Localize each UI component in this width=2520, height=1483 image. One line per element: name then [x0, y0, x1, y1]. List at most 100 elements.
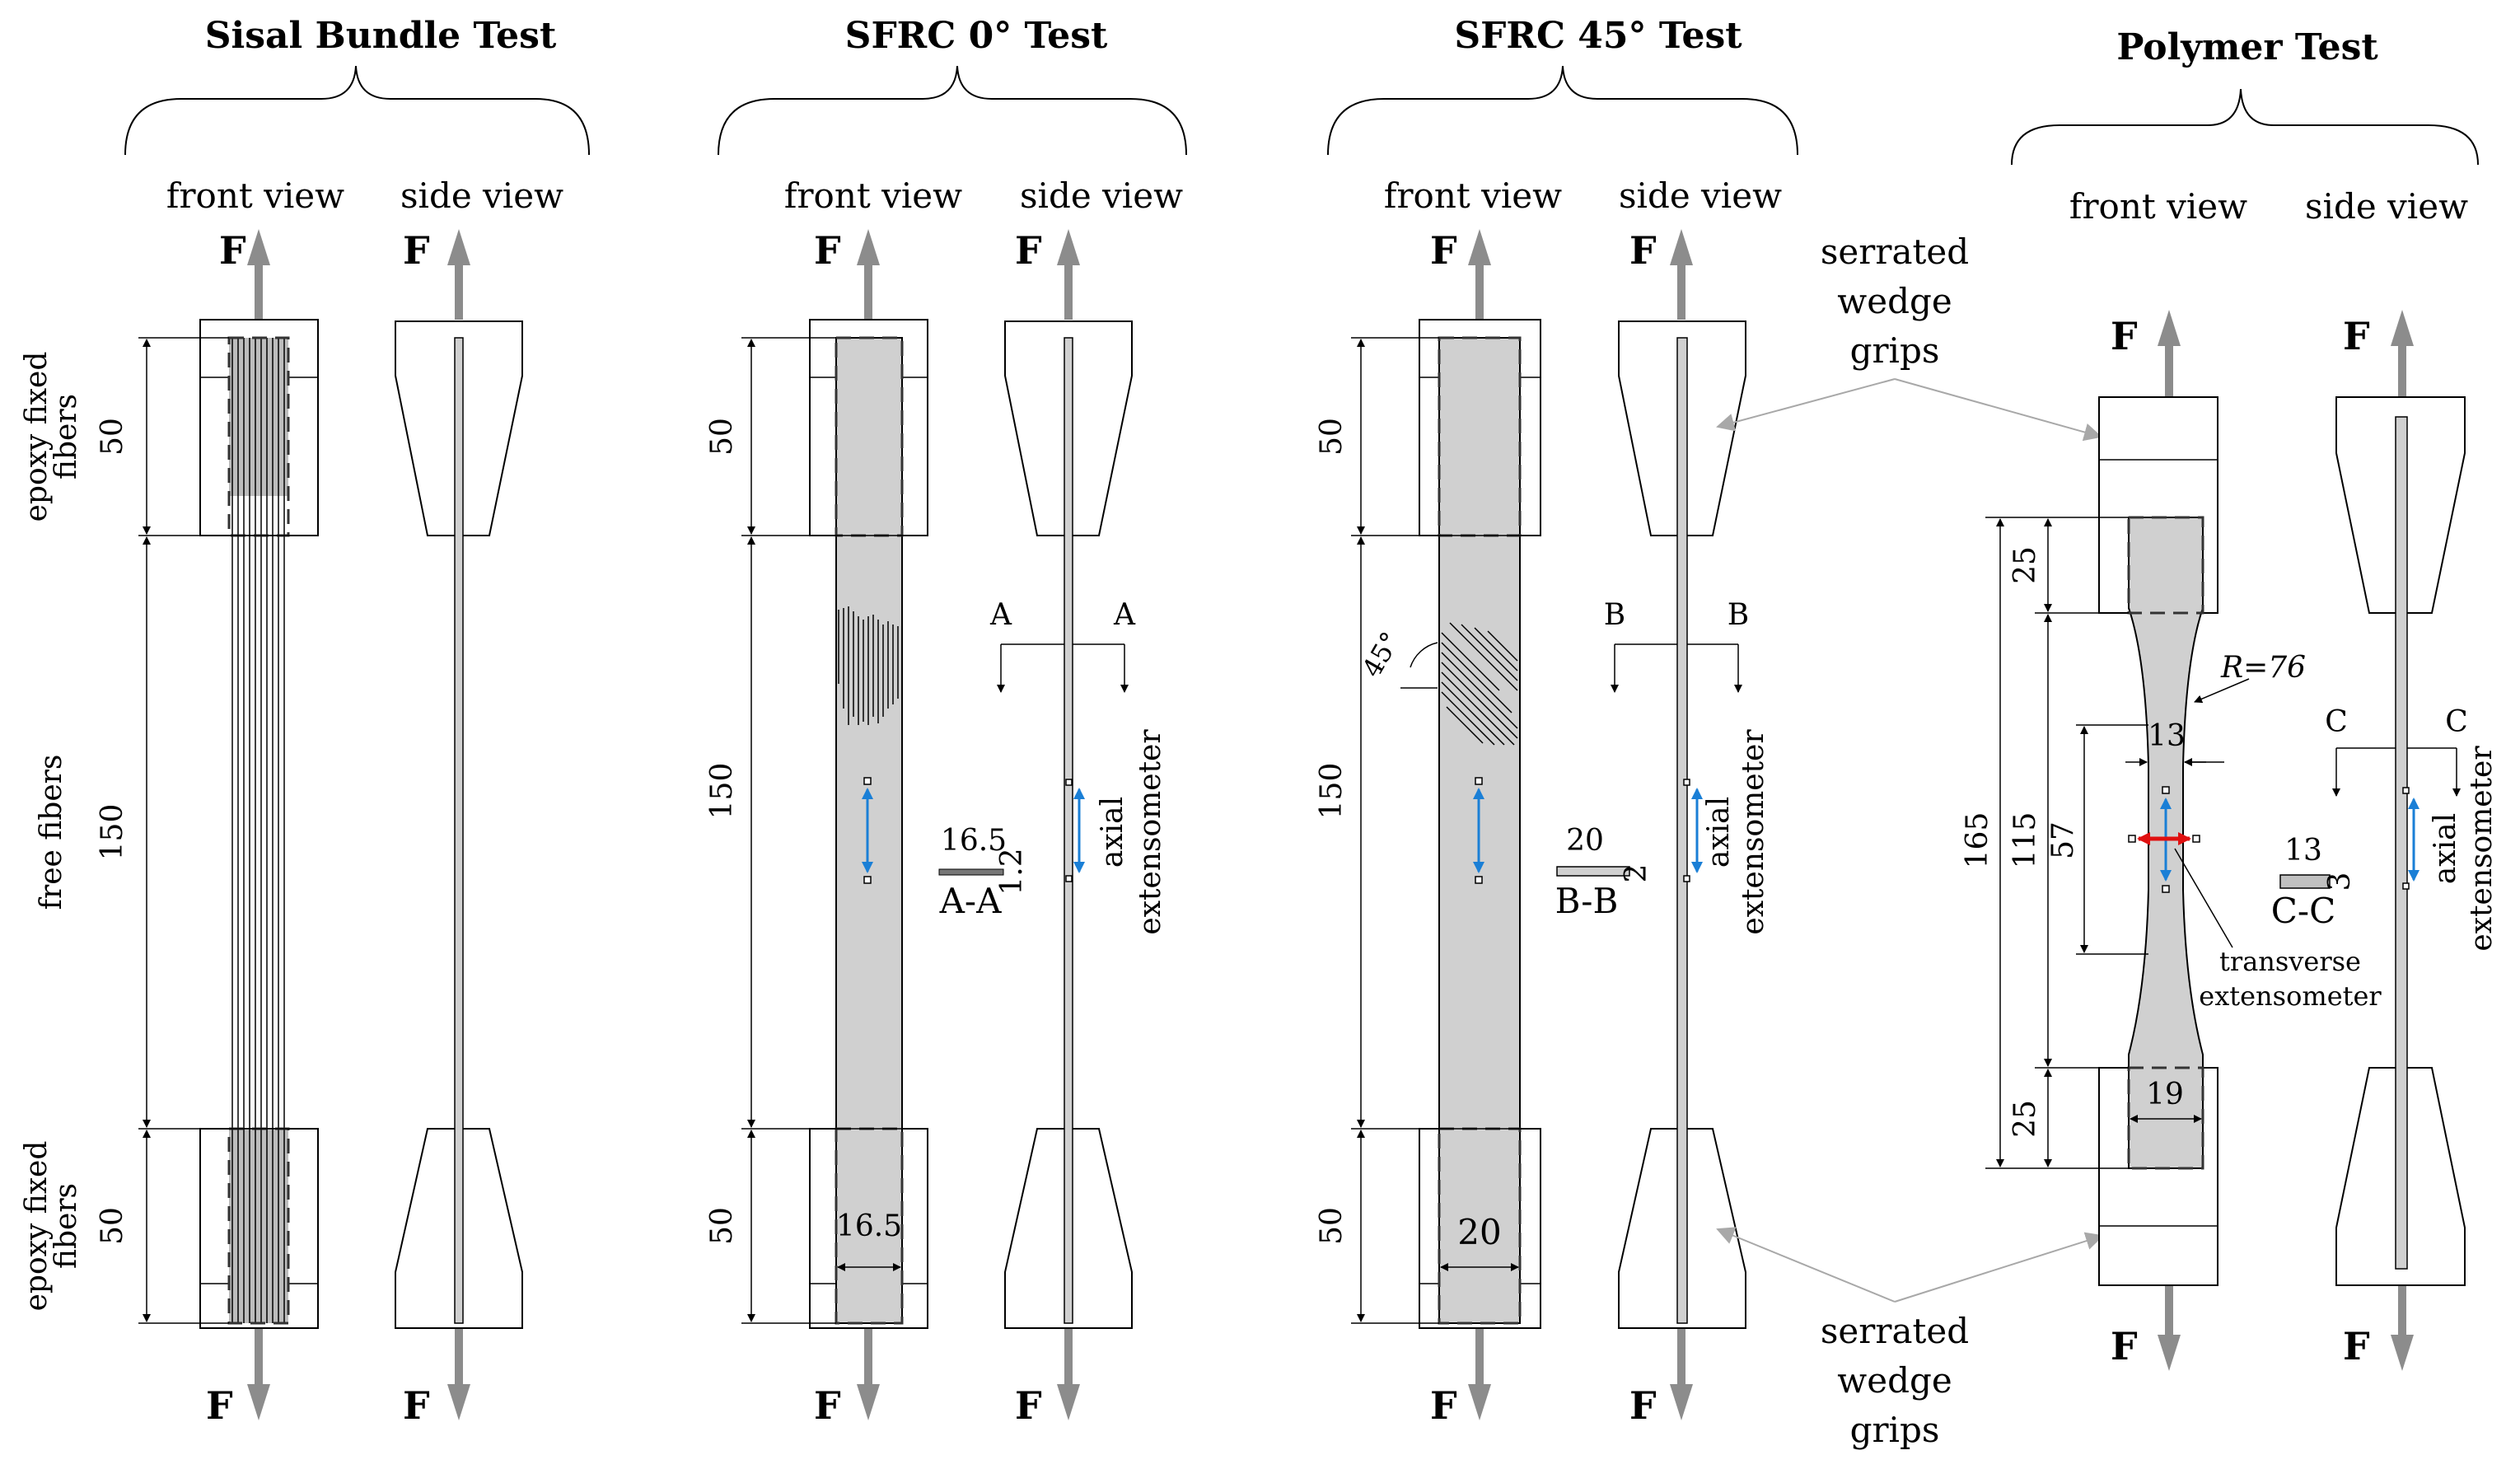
fiber-bundle	[231, 338, 285, 1323]
force-arrow-bottom: F F	[206, 1328, 470, 1428]
brace	[1327, 65, 1798, 156]
section-cc	[2279, 874, 2331, 889]
force-label: F	[1629, 1383, 1657, 1428]
front-view-label: front view	[1384, 175, 1562, 216]
section-width: 13	[2284, 834, 2322, 868]
force-label: F	[2111, 1324, 2138, 1368]
panel-polymer: Polymer Test front view side view F F F …	[1961, 26, 2499, 1371]
extensometer-label-1: axial	[1096, 797, 1129, 868]
extensometer-label-1: axial	[2429, 813, 2462, 884]
cut-label-left: B	[1604, 598, 1625, 632]
dim-50-top: 50	[96, 418, 129, 456]
section-thickness: 1.2	[995, 848, 1029, 895]
label-epoxy-bottom: epoxy fixed	[20, 1141, 54, 1312]
callout-grips-top: serrated wedge grips	[1716, 232, 2102, 442]
section-name: C-C	[2271, 891, 2335, 931]
section-thickness: 3	[2323, 872, 2357, 891]
section-width: 16.5	[941, 824, 1007, 858]
dim-50-bottom: 50	[1315, 1207, 1349, 1245]
force-label: F	[403, 1383, 430, 1428]
dim-50-top: 50	[1315, 418, 1349, 456]
transverse-label-2: extensometer	[2199, 980, 2382, 1012]
extensometer-label-2: extensometer	[2465, 746, 2499, 952]
label-fibers-top: fibers	[49, 394, 83, 480]
cut-label-left: A	[989, 598, 1012, 632]
panel-title: Polymer Test	[2116, 26, 2378, 68]
dim-150: 150	[96, 804, 129, 861]
callout-grips-bottom: serrated wedge grips	[1716, 1227, 2104, 1450]
force-label: F	[403, 228, 430, 273]
panel-sisal: Sisal Bundle Test front view side view F…	[20, 15, 590, 1428]
force-label: F	[206, 1383, 233, 1428]
panel-sfrc-45: SFRC 45° Test front view side view F F F…	[1315, 15, 1798, 1428]
dim-115: 115	[2008, 812, 2042, 869]
dim-width: 20	[1457, 1212, 1501, 1252]
panel-title: SFRC 45° Test	[1454, 15, 1742, 57]
section-aa	[938, 868, 1004, 876]
front-view-label: front view	[784, 175, 962, 216]
dim-25-top: 25	[2008, 546, 2042, 584]
front-view-label: front view	[2069, 186, 2247, 227]
force-label: F	[1015, 1383, 1042, 1428]
grips-label-3: grips	[1850, 1410, 1940, 1450]
section-width: 20	[1566, 824, 1604, 858]
dim-25-bottom: 25	[2008, 1100, 2042, 1138]
brace	[718, 65, 1187, 156]
fiber-hatch-0deg	[838, 606, 899, 725]
label-epoxy-top: epoxy fixed	[20, 352, 54, 522]
force-label: F	[219, 228, 246, 273]
fiber-hatch-45deg	[1441, 622, 1518, 746]
force-label: F	[1629, 228, 1657, 273]
side-specimen	[454, 337, 464, 1324]
grips-label-1: serrated	[1821, 1311, 1969, 1351]
panel-title: SFRC 0° Test	[845, 15, 1108, 57]
section-bb	[1556, 866, 1630, 877]
panel-title: Sisal Bundle Test	[205, 15, 557, 57]
dim-50-top: 50	[705, 418, 739, 456]
side-view-label: side view	[2305, 186, 2468, 227]
grips-label-2: wedge	[1837, 1360, 1952, 1401]
force-arrow-top: F F	[219, 228, 470, 320]
force-label: F	[1015, 228, 1042, 273]
specimen	[835, 337, 903, 1324]
label-free-fibers: free fibers	[35, 755, 68, 910]
extensometer-label-1: axial	[1702, 797, 1736, 868]
grips-label-3: grips	[1850, 330, 1940, 371]
dim-165: 165	[1961, 812, 1994, 869]
cut-label-left: C	[2325, 705, 2348, 739]
dim-150: 150	[1315, 763, 1349, 820]
brace	[124, 65, 590, 156]
grips-label-2: wedge	[1837, 281, 1952, 321]
cut-label-right: A	[1113, 598, 1136, 632]
label-fibers-bottom: fibers	[49, 1183, 83, 1269]
force-label: F	[1430, 228, 1457, 273]
brace	[2011, 88, 2479, 166]
dim-width-13: 13	[2148, 719, 2186, 753]
side-view-label: side view	[1020, 175, 1183, 216]
front-view-label: front view	[166, 175, 344, 216]
side-view-label: side view	[1619, 175, 1782, 216]
cut-label-right: B	[1728, 598, 1749, 632]
radius-label: R=76	[2220, 651, 2306, 685]
force-label: F	[814, 228, 841, 273]
angle-label: 45°	[1356, 626, 1406, 682]
transverse-label-1: transverse	[2219, 946, 2361, 977]
force-label: F	[2343, 314, 2370, 358]
force-label: F	[2343, 1324, 2370, 1368]
force-label: F	[2111, 314, 2138, 358]
extensometer-label-2: extensometer	[1134, 729, 1167, 935]
dim-width: 16.5	[836, 1209, 902, 1243]
dim-width-19: 19	[2146, 1078, 2184, 1111]
section-name: B-B	[1555, 881, 1619, 921]
force-label: F	[814, 1383, 841, 1428]
section-name: A-A	[939, 881, 1003, 921]
grips-label-1: serrated	[1821, 232, 1969, 272]
dim-50-bottom: 50	[705, 1207, 739, 1245]
panel-sfrc-0: SFRC 0° Test front view side view F F F …	[705, 15, 1187, 1428]
cut-label-right: C	[2445, 705, 2468, 739]
section-thickness: 2	[1620, 864, 1653, 883]
dim-57: 57	[2046, 821, 2080, 859]
force-label: F	[1430, 1383, 1457, 1428]
dim-150: 150	[705, 763, 739, 820]
